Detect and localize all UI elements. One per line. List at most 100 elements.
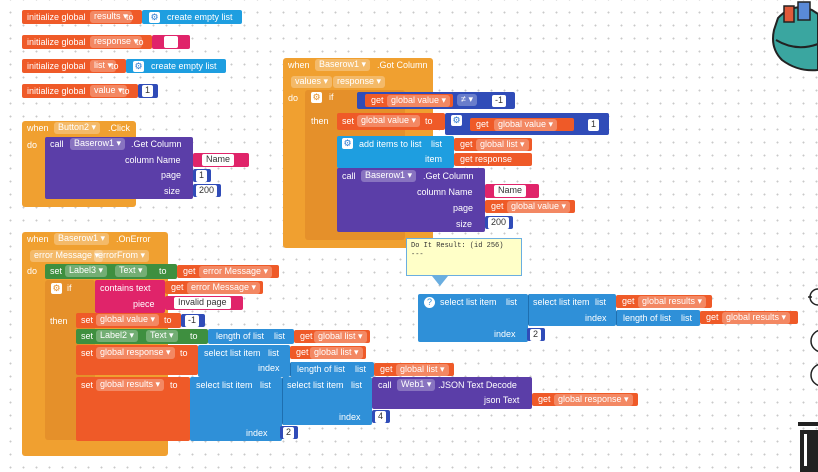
add-items-to-list-block[interactable]: ⚙ add items to list list item bbox=[337, 136, 454, 168]
global-name-value[interactable]: value ▾ bbox=[90, 85, 127, 97]
number-block[interactable]: 4 bbox=[372, 410, 390, 423]
component-dropdown[interactable]: Web1 ▾ bbox=[397, 379, 436, 391]
inner-select-list-item-block[interactable]: select list item list index bbox=[282, 377, 372, 425]
init-global-value-block[interactable]: initialize global value ▾ to bbox=[22, 84, 138, 98]
text-value[interactable]: Invalid page bbox=[174, 297, 231, 309]
get-global-list-block[interactable]: get global list ▾ bbox=[374, 363, 454, 376]
param-response[interactable]: response ▾ bbox=[333, 76, 386, 88]
get-global-value-block[interactable]: get global value ▾ bbox=[470, 118, 574, 131]
set-label3-text-block[interactable]: set Label3 ▾ Text ▾ to bbox=[45, 264, 177, 279]
backpack-icon[interactable] bbox=[768, 0, 818, 72]
baserow-get-column-call[interactable]: call Baserow1 ▾ .Get Column column Name … bbox=[45, 137, 193, 199]
web1-json-decode-call[interactable]: call Web1 ▾ .JSON Text Decode json Text bbox=[372, 377, 532, 409]
length-of-list-block[interactable]: length of list list bbox=[616, 310, 700, 326]
var-dropdown[interactable]: global value ▾ bbox=[96, 314, 160, 326]
var-dropdown[interactable]: global results ▾ bbox=[722, 312, 791, 324]
param-values[interactable]: values ▾ bbox=[291, 76, 333, 88]
text-block[interactable]: Name bbox=[193, 153, 249, 167]
empty-text-block[interactable] bbox=[152, 35, 190, 49]
property-dropdown[interactable]: Text ▾ bbox=[146, 330, 178, 342]
empty-text-value[interactable] bbox=[164, 36, 178, 48]
number-value[interactable]: 4 bbox=[375, 411, 387, 423]
var-dropdown[interactable]: global value ▾ bbox=[494, 119, 558, 131]
contains-text-block[interactable]: contains text piece bbox=[95, 280, 165, 313]
set-global-value-block[interactable]: set global value ▾ to bbox=[337, 113, 445, 130]
create-empty-list-block[interactable]: ⚙ create empty list bbox=[142, 10, 242, 24]
center-icon[interactable] bbox=[806, 284, 818, 310]
select-list-item-block[interactable]: select list item list index bbox=[198, 345, 290, 377]
get-global-list-block[interactable]: get global list ▾ bbox=[290, 346, 366, 359]
param-error-from[interactable]: errorFrom ▾ bbox=[94, 250, 150, 262]
number-value[interactable]: 1 bbox=[142, 85, 154, 97]
number-value[interactable]: -1 bbox=[185, 315, 200, 327]
number-block[interactable]: 1 bbox=[584, 118, 604, 131]
gear-icon[interactable]: ⚙ bbox=[133, 60, 144, 72]
get-global-value-block[interactable]: get global value ▾ bbox=[365, 94, 453, 107]
get-error-message-block[interactable]: get error Message ▾ bbox=[165, 281, 263, 294]
component-dropdown[interactable]: Baserow1 ▾ bbox=[70, 138, 126, 150]
inner-select-list-item-block[interactable]: select list item list index bbox=[528, 294, 616, 326]
number-block[interactable]: 1 bbox=[138, 84, 158, 98]
var-dropdown[interactable]: global response ▾ bbox=[554, 394, 633, 406]
get-error-message-block[interactable]: get error Message ▾ bbox=[177, 265, 279, 278]
component-dropdown[interactable]: Button2 ▾ bbox=[54, 122, 101, 134]
help-icon[interactable]: ? bbox=[424, 297, 435, 308]
var-dropdown[interactable]: error Message ▾ bbox=[187, 282, 261, 294]
set-global-results-block[interactable]: set global results ▾ to bbox=[76, 377, 190, 441]
number-block[interactable]: 2 bbox=[527, 328, 545, 341]
component-dropdown[interactable]: Baserow1 ▾ bbox=[315, 59, 371, 71]
init-global-results-block[interactable]: initialize global results ▾ to bbox=[22, 10, 142, 24]
gear-icon[interactable]: ⚙ bbox=[451, 115, 462, 126]
neq-operator-dropdown[interactable]: ≠ ▾ bbox=[457, 94, 477, 106]
trash-icon[interactable] bbox=[798, 420, 818, 472]
get-response-block[interactable]: get response bbox=[454, 153, 532, 166]
select-list-item-block[interactable]: ? select list item list index bbox=[418, 294, 528, 342]
var-dropdown[interactable]: global response ▾ bbox=[96, 347, 175, 359]
gear-icon[interactable]: ⚙ bbox=[342, 138, 353, 149]
number-block[interactable]: -1 bbox=[488, 94, 512, 107]
number-value[interactable]: 2 bbox=[283, 427, 295, 439]
create-empty-list-block[interactable]: ⚙ create empty list bbox=[126, 59, 226, 73]
length-of-list-block[interactable]: length of list list bbox=[208, 329, 294, 344]
length-of-list-block[interactable]: length of list list bbox=[290, 362, 374, 377]
property-dropdown[interactable]: Text ▾ bbox=[115, 265, 147, 277]
component-dropdown[interactable]: Label3 ▾ bbox=[65, 265, 108, 277]
param-error-message[interactable]: error Message ▾ bbox=[30, 250, 104, 262]
number-block[interactable]: 200 bbox=[485, 216, 513, 229]
var-dropdown[interactable]: global value ▾ bbox=[507, 201, 571, 213]
gear-icon[interactable]: ⚙ bbox=[149, 11, 160, 23]
get-global-response-block[interactable]: get global response ▾ bbox=[532, 393, 638, 406]
var-dropdown[interactable]: global list ▾ bbox=[476, 139, 529, 151]
number-value[interactable]: 1 bbox=[588, 119, 600, 131]
set-global-value-block[interactable]: set global value ▾ to bbox=[76, 313, 181, 328]
number-block[interactable]: 1 bbox=[193, 169, 211, 182]
baserow-get-column-call[interactable]: call Baserow1 ▾ .Get Column column Name … bbox=[337, 168, 485, 232]
var-dropdown[interactable]: global results ▾ bbox=[96, 379, 165, 391]
global-name-response[interactable]: response ▾ bbox=[90, 36, 143, 48]
get-global-results-block[interactable]: get global results ▾ bbox=[616, 295, 712, 308]
get-global-list-block[interactable]: get global list ▾ bbox=[454, 138, 532, 151]
get-global-value-block[interactable]: get global value ▾ bbox=[485, 200, 575, 213]
text-block[interactable]: Invalid page bbox=[165, 296, 243, 310]
text-block[interactable]: Name bbox=[485, 184, 539, 198]
component-dropdown[interactable]: Label2 ▾ bbox=[96, 330, 139, 342]
set-global-response-block[interactable]: set global response ▾ to bbox=[76, 345, 198, 375]
var-dropdown[interactable]: error Message ▾ bbox=[199, 266, 273, 278]
var-dropdown[interactable]: global results ▾ bbox=[638, 296, 707, 308]
number-value[interactable]: -1 bbox=[492, 95, 507, 107]
get-global-results-block[interactable]: get global results ▾ bbox=[700, 311, 798, 324]
var-dropdown[interactable]: global list ▾ bbox=[396, 364, 449, 376]
init-global-list-block[interactable]: initialize global list ▾ to bbox=[22, 59, 126, 73]
number-value[interactable]: 200 bbox=[196, 185, 218, 197]
text-value[interactable]: Name bbox=[494, 185, 527, 197]
set-label2-text-block[interactable]: set Label2 ▾ Text ▾ to bbox=[76, 329, 208, 344]
zoom-out-icon[interactable] bbox=[806, 362, 818, 388]
var-dropdown[interactable]: global list ▾ bbox=[310, 347, 363, 359]
gear-icon[interactable]: ⚙ bbox=[311, 92, 322, 103]
var-dropdown[interactable]: global list ▾ bbox=[314, 331, 367, 343]
component-dropdown[interactable]: Baserow1 ▾ bbox=[361, 170, 417, 182]
number-block[interactable]: 2 bbox=[280, 426, 298, 439]
number-block[interactable]: 200 bbox=[193, 184, 221, 197]
number-value[interactable]: 1 bbox=[196, 170, 208, 182]
global-name-list[interactable]: list ▾ bbox=[90, 60, 117, 72]
